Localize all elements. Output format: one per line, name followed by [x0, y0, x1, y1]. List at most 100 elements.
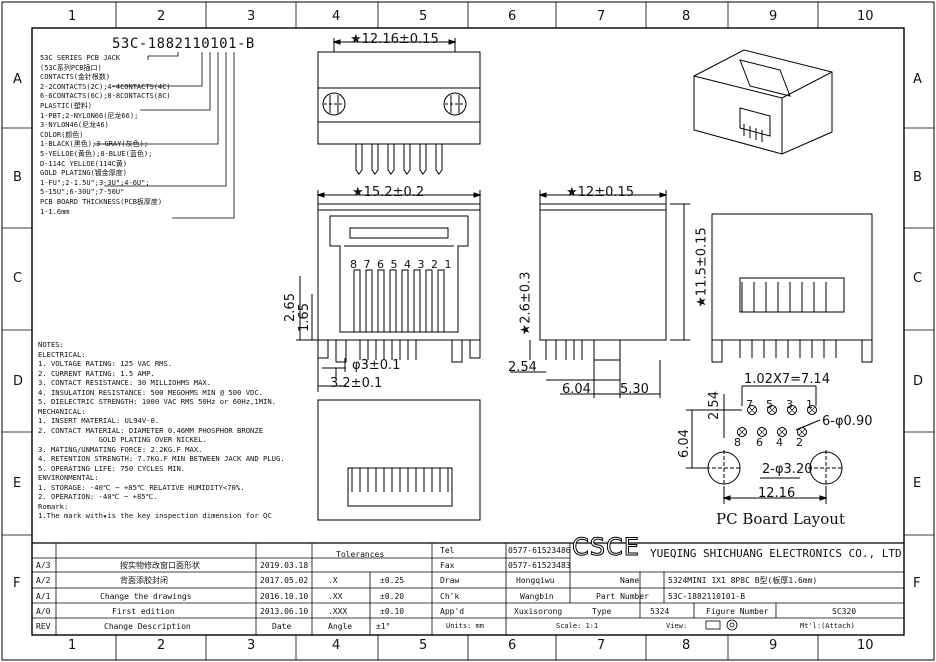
- rev-header-date: Date: [272, 622, 292, 631]
- pcb-pin-hole: [777, 427, 787, 437]
- tol-x: .X: [328, 576, 338, 585]
- pc-line: 2-2CONTACTS(2C);4-4CONTACTS(4C): [40, 82, 171, 91]
- fax: 0577-61523483: [508, 561, 571, 570]
- tol-angle-val: ±1°: [376, 622, 391, 631]
- note-line: 2. CONTACT MATERIAL: DIAMETER 0.46MM PHO…: [38, 425, 264, 435]
- pcb-hole-mark: [758, 428, 766, 436]
- note-line: 5. OPERATING LIFE: 750 CYCLES MIN.: [38, 463, 186, 473]
- col-9: 9: [769, 9, 778, 24]
- row-d-right: D: [913, 374, 924, 389]
- pcb-pin-hole: [747, 405, 757, 415]
- rev-a2-date: 2017.05.02: [260, 576, 309, 585]
- pcb-hole-mark: [788, 406, 796, 414]
- figure: SC320: [832, 607, 857, 616]
- dim-post-dia: φ3±0.1: [352, 358, 401, 373]
- pcb-hole-mark: [768, 406, 776, 414]
- units: Units: mm: [446, 622, 484, 630]
- appd: Xuxisorong: [514, 607, 563, 616]
- pc-line: 3-NYLON46(尼龙46): [40, 121, 109, 130]
- col-3-bottom: 3: [247, 638, 256, 653]
- col-4: 4: [332, 9, 341, 24]
- row-c: C: [13, 271, 23, 286]
- rev-a2-desc: 背面添胶封闭: [120, 576, 168, 585]
- rev-a2: A/2: [36, 576, 51, 585]
- tol-xx: .XX: [328, 592, 343, 601]
- draw-label: Draw: [440, 576, 460, 585]
- notes-block: NOTES: ELECTRICAL: 1. VOLTAGE RATING: 12…: [38, 340, 285, 521]
- contact-finger: [401, 269, 409, 333]
- pc-line: CONTACTS(金针根数): [40, 73, 111, 82]
- contact-finger: [365, 269, 373, 333]
- dim-1-65: 1.65: [296, 303, 312, 332]
- row-a: A: [13, 72, 22, 87]
- rev-a0: A/0: [36, 607, 51, 616]
- pc-line: 5-YELLOE(黄色);8-BLUE(蓝色);: [40, 149, 153, 158]
- rev-a0-date: 2013.06.10: [260, 607, 309, 616]
- pc-line: 1-FU";2-1.5U";3-3U";4-6U";: [40, 178, 150, 187]
- row-b-right: B: [913, 170, 922, 185]
- pcb-pin-6: 6: [756, 436, 763, 449]
- col-4-bottom: 4: [332, 638, 341, 653]
- row-e-right: E: [913, 476, 922, 491]
- pcb-pin-hole: [767, 405, 777, 415]
- pcb-pin-7: 7: [746, 398, 753, 411]
- note-line: 1. STORAGE: -40℃ ~ +85℃ RELATIVE HUMIDIT…: [38, 482, 245, 492]
- pcb-layout: [686, 385, 844, 504]
- front-view: [296, 190, 482, 392]
- pcb-pin-hole: [757, 427, 767, 437]
- pcb-pin-hole: [787, 405, 797, 415]
- pcb-height: 6.04: [676, 429, 692, 458]
- contact-finger: [437, 269, 445, 333]
- contact-finger: [413, 269, 421, 333]
- dim-height: ★11.5±0.15: [694, 227, 710, 308]
- pcb-pin-3: 3: [786, 398, 793, 411]
- note-line: NOTES:: [38, 340, 64, 349]
- pcb-pin-hole: [807, 405, 817, 415]
- pcb-pin-8: 8: [734, 436, 741, 449]
- col-2-bottom: 2: [157, 638, 166, 653]
- pcb-hole-dia: 6-φ0.90: [822, 414, 873, 429]
- dim-front-width: ★15.2±0.2: [352, 185, 425, 200]
- pcb-width: 12.16: [758, 486, 796, 501]
- rev-header: REV: [36, 622, 51, 631]
- col-9-bottom: 9: [769, 638, 778, 653]
- note-line: 2. OPERATION: -40℃ ~ +85℃.: [38, 492, 158, 501]
- tel-label: Tel: [440, 546, 455, 555]
- pc-line: 5-15U";6-30U";7-50U": [40, 188, 125, 197]
- view-symbol: [705, 619, 738, 631]
- pcb-hole-mark: [808, 406, 816, 414]
- pc-line: GOLD PLATING(镀金厚度): [40, 169, 128, 178]
- col-3: 3: [247, 9, 256, 24]
- row-c-right: C: [913, 271, 923, 286]
- pcb-hole-mark: [738, 428, 746, 436]
- col-7: 7: [597, 9, 606, 24]
- contact-finger: [389, 269, 397, 333]
- rev-header-desc: Change Description: [104, 622, 191, 631]
- col-5: 5: [419, 9, 428, 24]
- col-10-bottom: 10: [857, 638, 874, 653]
- dim-2-65: 2.65: [282, 293, 298, 322]
- pcb-hole-mark: [748, 406, 756, 414]
- col-10: 10: [857, 9, 874, 24]
- rev-a1: A/1: [36, 592, 51, 601]
- part-code-title: 53C-1882110101-B: [112, 36, 255, 52]
- draw: Hongqiwu: [516, 576, 555, 585]
- pcb-pin-1: 1: [806, 398, 813, 411]
- top-view: [317, 38, 481, 175]
- dim-side-6-04: 6.04: [562, 382, 591, 397]
- pin-numbers: 8 7 6 5 4 3 2 1: [350, 258, 453, 271]
- col-8-bottom: 8: [682, 638, 691, 653]
- note-line: 1. VOLTAGE RATING: 125 VAC RMS.: [38, 359, 173, 368]
- dim-side-width: ★12±0.15: [566, 185, 635, 200]
- tol-xxx-val: ±0.10: [380, 607, 405, 616]
- pc-line: 1-1.6mm: [40, 207, 70, 216]
- type-label: Type: [592, 607, 612, 616]
- rear-view: [711, 213, 873, 363]
- note-line: Romark:: [38, 501, 69, 511]
- row-a-right: A: [913, 72, 922, 87]
- pc-line: 6-6CONTACTS(6C);8-8CONTACTS(8C): [40, 92, 171, 101]
- row-f: F: [13, 576, 21, 591]
- company-name: YUEQING SHICHUANG ELECTRONICS CO., LTD: [650, 547, 902, 560]
- note-line: 3. CONTACT RESISTANCE: 30 MILLIOHMS MAX.: [38, 378, 212, 387]
